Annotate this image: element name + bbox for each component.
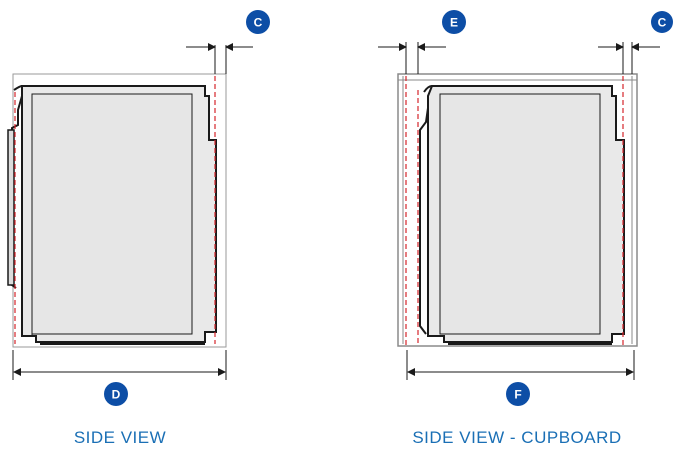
svg-text:E: E (450, 16, 458, 30)
badge-c-left: C (246, 10, 270, 34)
side-view-cupboard (378, 42, 660, 380)
inner-cavity-cupboard (439, 93, 601, 335)
badge-f: F (506, 382, 530, 406)
svg-text:F: F (514, 388, 521, 402)
svg-text:D: D (112, 388, 121, 402)
caption-side-view-cupboard: SIDE VIEW - CUPBOARD (412, 428, 622, 447)
caption-side-view: SIDE VIEW (73, 428, 167, 447)
badge-d: D (104, 382, 128, 406)
svg-text:C: C (254, 16, 263, 30)
side-view-left (7, 43, 253, 380)
svg-text:C: C (658, 16, 667, 30)
badge-c-right: C (651, 11, 673, 33)
badge-e: E (442, 10, 466, 34)
door-panel (7, 129, 15, 286)
inner-cavity (31, 93, 193, 335)
cupboard-outline (397, 73, 638, 347)
